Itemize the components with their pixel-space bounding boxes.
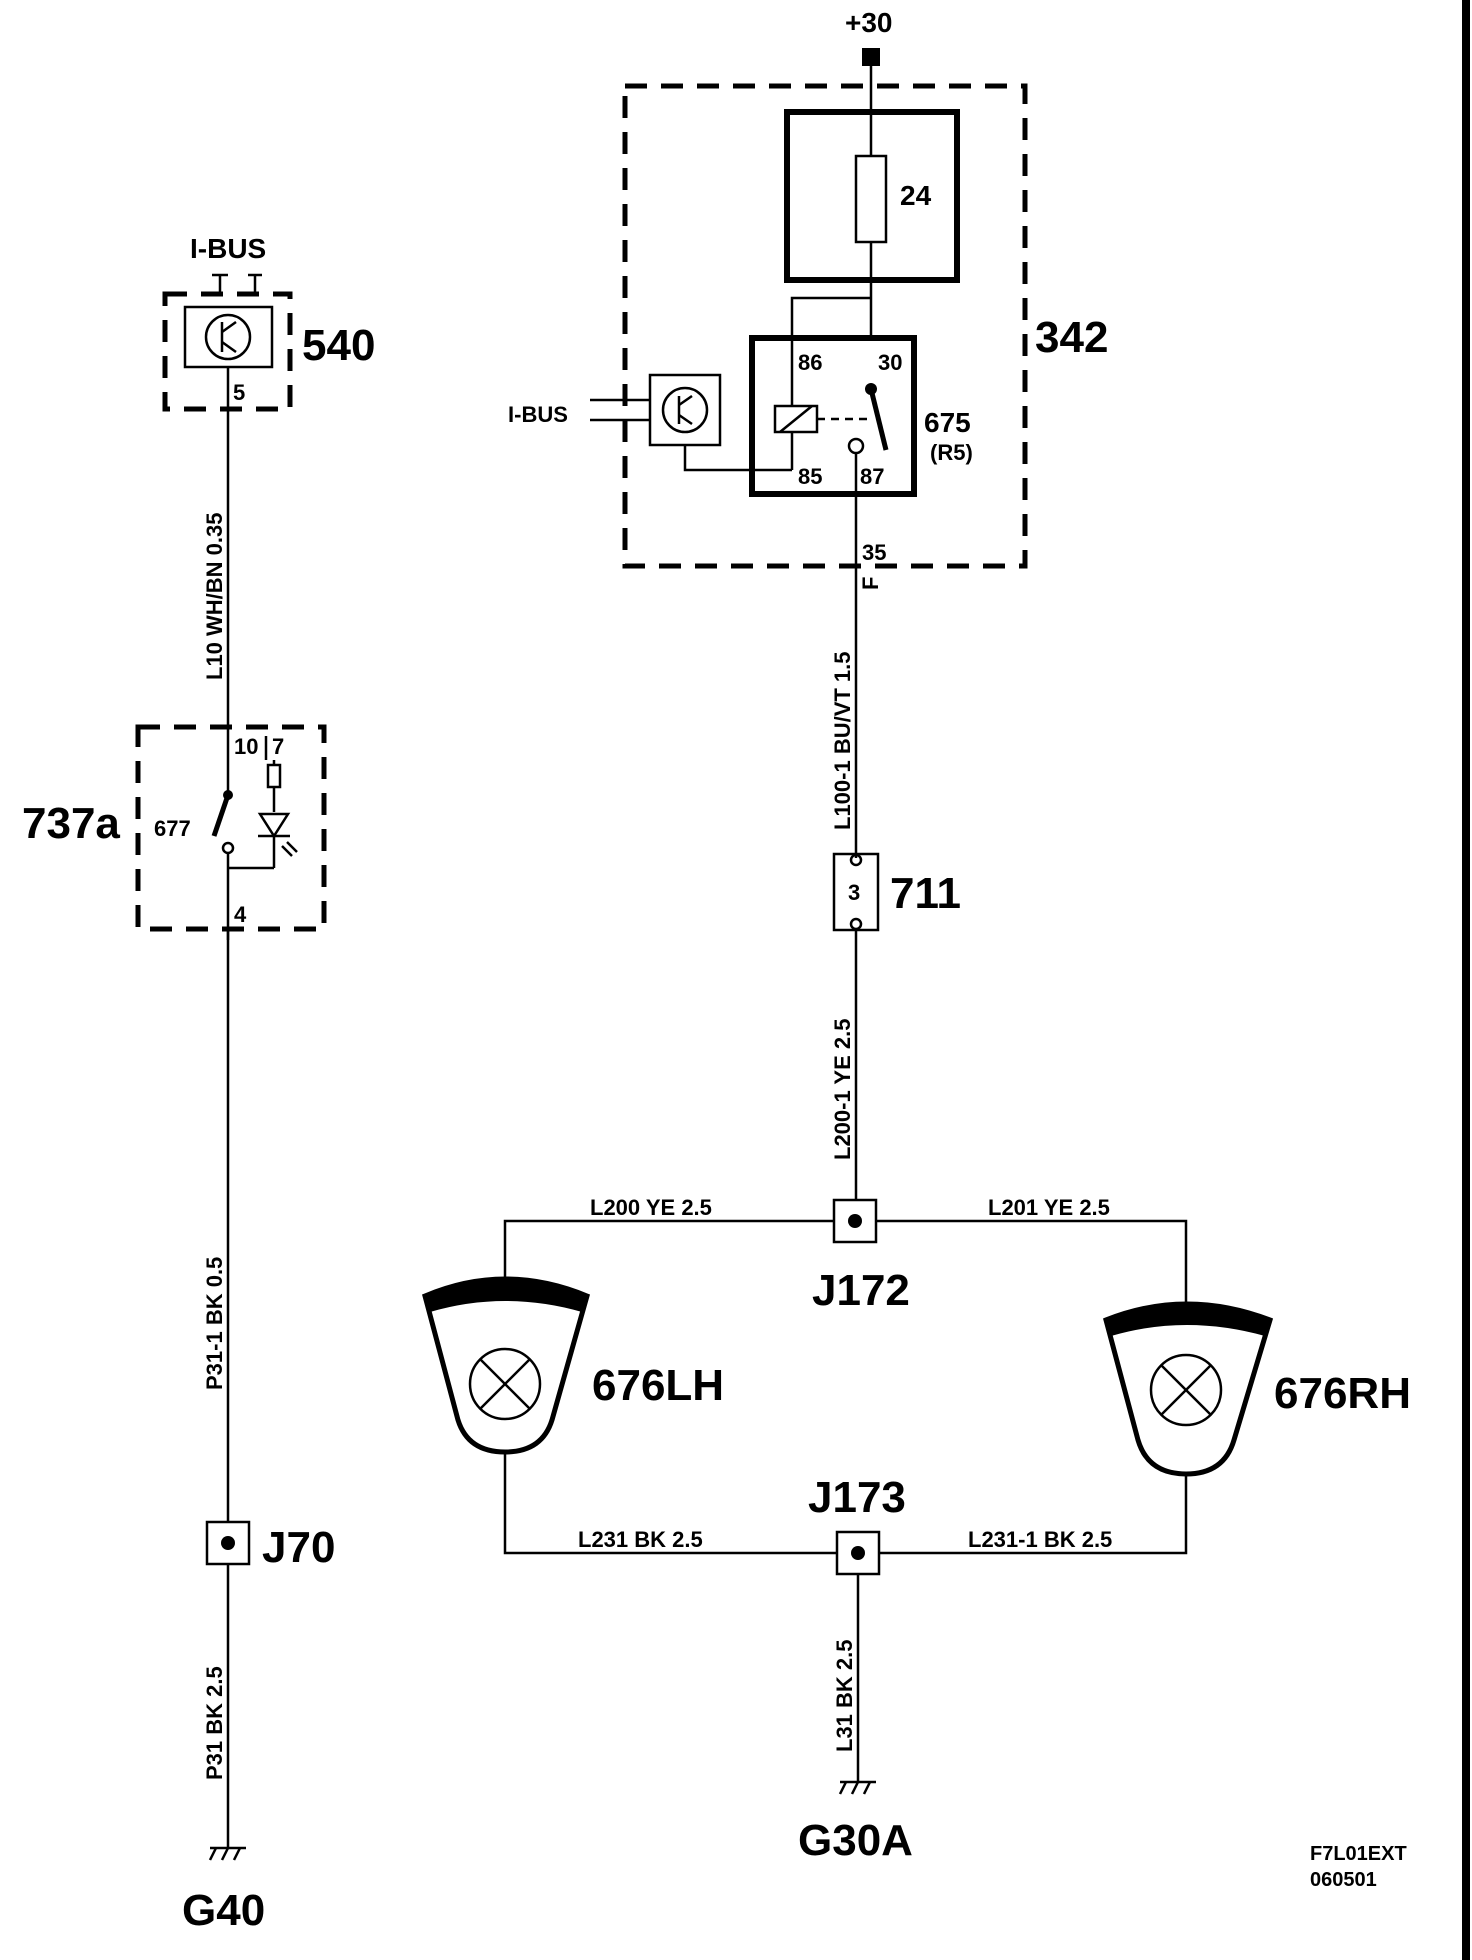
connector-711-pin: 3 [848,880,860,905]
junction-j172-icon [832,1198,878,1244]
junction-j172-label: J172 [812,1266,910,1315]
relay-coil-icon [773,404,868,470]
junction-j173-icon [835,1530,881,1576]
switch-module-box [135,724,327,932]
wire-p31-label: P31 BK 2.5 [202,1666,227,1780]
module-540-label: 540 [302,321,375,370]
switch-module-label: 737a [22,799,120,848]
relay-pin-87: 87 [860,464,884,489]
lamp-rh-icon [1103,1301,1274,1477]
module-pin-35: 35 [862,540,886,565]
junction-j173-label: J173 [808,1473,906,1522]
wire-l200-1-label: L200-1 YE 2.5 [830,1019,855,1160]
supply-label: +30 [845,7,893,38]
lamp-lh-icon [422,1276,591,1455]
fuse-icon [854,154,888,244]
wire-l200 [503,1219,834,1290]
wire-l100-1-label: L100-1 BU/VT 1.5 [830,651,855,830]
relay-sub: (R5) [930,440,973,465]
module-540-transistor-icon [183,305,274,369]
relay-pin-85: 85 [798,464,822,489]
module-342-transistor-icon [648,373,722,447]
ibus-right-label: I-BUS [508,402,568,427]
wire-relay-86 [790,296,871,405]
wire-l200-label: L200 YE 2.5 [590,1195,712,1220]
module-342-label: 342 [1035,313,1108,362]
relay-pin-30: 30 [878,350,902,375]
wire-transistor-85 [683,445,792,472]
wire-l231-label: L231 BK 2.5 [578,1527,703,1552]
relay-label: 675 [924,407,971,438]
ground-g30a-label: G30A [798,1816,913,1865]
switch-label: 677 [154,816,191,841]
wire-l231-1-label: L231-1 BK 2.5 [968,1527,1112,1552]
ibus-left-label: I-BUS [190,233,266,264]
switch-icon [211,790,235,940]
module-pin-f: F [858,577,883,590]
wire-l10-label: L10 WH/BN 0.35 [202,513,227,681]
wire-l201-label: L201 YE 2.5 [988,1195,1110,1220]
lamp-rh-label: 676RH [1274,1369,1411,1418]
ground-g40-label: G40 [182,1886,265,1935]
supply-terminal-icon [862,48,880,66]
wire-l231-1 [879,1474,1188,1555]
switch-pin-7: 7 [272,734,284,759]
wire-p31-1-label: P31-1 BK 0.5 [202,1257,227,1390]
pin-540-5: 5 [233,380,245,405]
junction-j70-icon [205,1520,251,1566]
wire-l31-label: L31 BK 2.5 [832,1640,857,1753]
ground-g40-icon [208,1846,246,1861]
wire-l231 [503,1452,837,1555]
junction-j70-label: J70 [262,1523,335,1572]
switch-pin-10: 10 [234,734,258,759]
ibus-right-connectors [590,398,650,422]
switch-pin-4: 4 [234,902,247,927]
relay-contact-icon [847,383,889,494]
footer-code: F7L01EXT [1310,1843,1407,1865]
wire-l201 [876,1219,1188,1310]
relay-pin-86: 86 [798,350,822,375]
fuse-number: 24 [900,180,932,211]
connector-711-label: 711 [890,869,961,918]
ground-g30a-icon [838,1780,876,1795]
module-342-box [622,83,1028,569]
lamp-lh-label: 676LH [592,1361,724,1410]
indicator-led-icon [228,760,298,870]
relay-box [749,335,917,497]
footer-date: 060501 [1310,1869,1377,1891]
